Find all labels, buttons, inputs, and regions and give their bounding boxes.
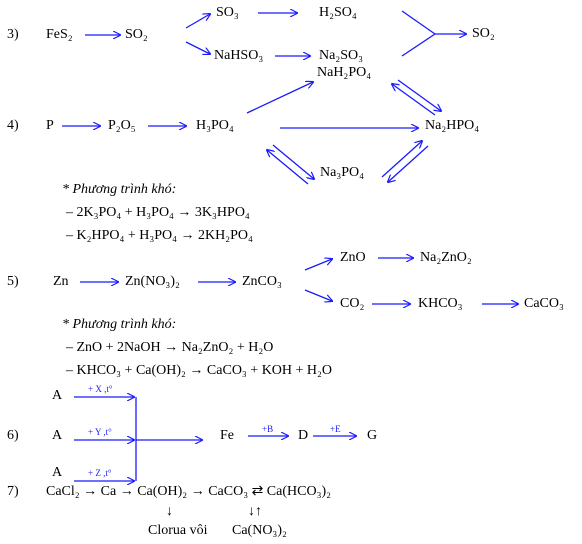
reaction-number-6: 6) — [7, 428, 19, 443]
hard-equation-5-1: – ZnO + 2NaOH → Na₂ZnO₂ + H₂O — [66, 340, 274, 355]
formula-so2: SO₂ — [125, 27, 148, 42]
arrow-h3po4-nah2po4 — [246, 82, 313, 114]
formula-na3po4: Na₃PO₄ — [320, 165, 364, 180]
arrow-down-clorua: ↓ — [166, 504, 173, 519]
reaction-number-7: 7) — [7, 484, 19, 499]
reaction-number-3: 3) — [7, 27, 19, 42]
hard-equation-4-2: – K₂HPO₄ + H₃PO₄ → 2KH₂PO₄ — [66, 228, 253, 243]
formula-khco3: KHCO₃ — [418, 296, 463, 311]
formula-fe: Fe — [220, 428, 234, 443]
arrow-nah2po4-na2hpo4 — [397, 79, 441, 111]
formula-zno: ZnO — [340, 250, 366, 265]
arrow-na2hpo4-nah2po4 — [392, 84, 436, 116]
arrow-so2-nahso3 — [185, 41, 210, 54]
hard-equations-title-5: * Phương trình khó: — [62, 317, 177, 332]
arrow-na3po4-na2hpo4 — [381, 141, 422, 178]
arrow-na2hpo4-na3po4 — [388, 145, 429, 182]
hard-equation-5-2: – KHCO₃ + Ca(OH)₂ → CaCO₃ + KOH + H₂O — [66, 363, 333, 378]
formula-d: D — [298, 428, 309, 443]
arrow-down-up-ca-no3: ↓↑ — [248, 504, 262, 519]
product-clorua-voi: Clorua vôi — [148, 523, 208, 538]
arrow-znco3-zno — [304, 259, 332, 271]
arrow-h2so4-join — [401, 10, 436, 35]
condition-e: +E — [330, 424, 341, 434]
formula-so2-end: SO₂ — [472, 26, 495, 41]
formula-na2zno2: Na₂ZnO₂ — [420, 250, 472, 265]
arrow-na2so3-join — [401, 33, 436, 57]
arrow-so2-so3 — [185, 14, 210, 29]
arrow-na3po4-h3po4 — [267, 150, 309, 185]
formula-so3: SO₃ — [216, 5, 239, 20]
reaction-number-5: 5) — [7, 274, 19, 289]
arrow-znco3-co2 — [304, 289, 332, 301]
condition-z: + Z ,t° — [88, 468, 112, 478]
condition-x: + X ,t° — [88, 384, 113, 394]
reaction-number-4: 4) — [7, 118, 19, 133]
arrow-h3po4-na3po4 — [272, 144, 314, 179]
reagent-a-1: A — [52, 388, 63, 403]
formula-fes2: FeS₂ — [46, 27, 73, 42]
formula-znco3: ZnCO₃ — [242, 274, 282, 289]
reagent-a-3: A — [52, 465, 63, 480]
reagent-a-2: A — [52, 428, 63, 443]
formula-na2hpo4: Na₂HPO₄ — [425, 118, 480, 133]
formula-ca-no3-2: Ca(NO₃)₂ — [232, 523, 287, 538]
formula-nahso3: NaHSO₃ — [214, 48, 264, 63]
formula-caco3: CaCO₃ — [524, 296, 564, 311]
formula-g: G — [367, 428, 378, 443]
condition-b: +B — [262, 424, 274, 434]
reaction-7-chain: CaCl₂ → Ca → Ca(OH)₂ → CaCO₃ ⇄ Ca(HCO₃)₂ — [46, 484, 331, 499]
formula-zn-no3-2: Zn(NO₃)₂ — [125, 274, 180, 289]
formula-co2: CO₂ — [340, 296, 365, 311]
hard-equation-4-1: – 2K₃PO₄ + H₃PO₄ → 3K₃HPO₄ — [66, 205, 250, 220]
formula-zn: Zn — [53, 274, 69, 289]
formula-h3po4: H₃PO₄ — [196, 118, 234, 133]
formula-h2so4: H₂SO₄ — [319, 5, 357, 20]
formula-p: P — [46, 118, 54, 133]
condition-y: + Y ,t° — [88, 427, 112, 437]
formula-p2o5: P₂O₅ — [108, 118, 136, 133]
hard-equations-title-4: * Phương trình khó: — [62, 182, 177, 197]
formula-nah2po4: NaH₂PO₄ — [317, 65, 372, 80]
formula-na2so3: Na₂SO₃ — [319, 48, 363, 63]
